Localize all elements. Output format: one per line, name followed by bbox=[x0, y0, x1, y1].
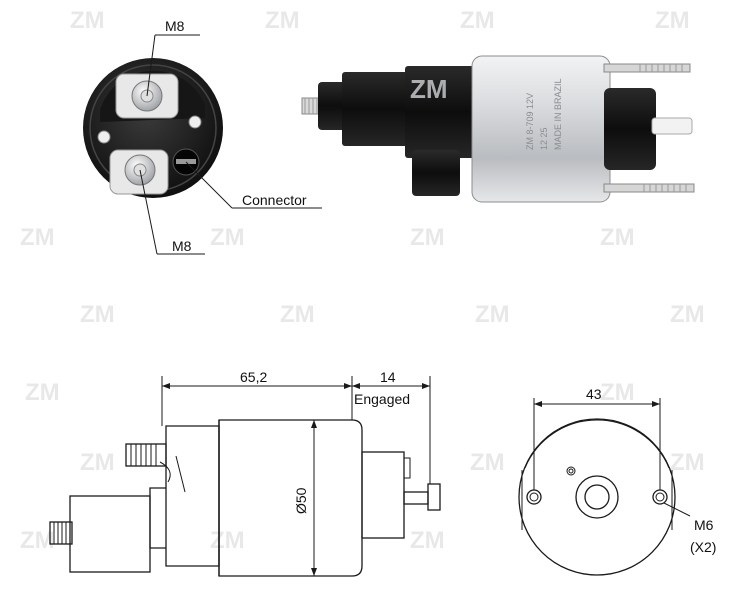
side-rod-top bbox=[603, 63, 691, 73]
leader-m8-bottom bbox=[139, 169, 158, 255]
drawing-cap-detail bbox=[159, 455, 186, 493]
side-nose bbox=[318, 82, 348, 130]
stamp-line-3: MADE IN BRAZIL bbox=[553, 78, 563, 150]
dim-length-text: 65,2 bbox=[240, 369, 267, 385]
drawing-end-hole-right bbox=[652, 489, 668, 505]
stamp-line-2: 12 25 bbox=[539, 127, 549, 150]
drawing-terminal-lower-thread bbox=[53, 522, 67, 544]
drawing-cap bbox=[165, 425, 220, 567]
drawing-plunger-tip bbox=[427, 483, 441, 511]
photo-end-view: M8 Connector M8 bbox=[83, 18, 322, 255]
drawing-end-boss bbox=[575, 475, 619, 519]
drawing-end-view: 43 M6 (X2) bbox=[518, 386, 716, 576]
watermark: ZM bbox=[280, 301, 315, 328]
mount-pin-left bbox=[97, 130, 111, 144]
side-connector bbox=[412, 150, 460, 196]
drawing-end-hole-left bbox=[526, 489, 542, 505]
leader-connector bbox=[185, 161, 233, 209]
photo-side-view: ZM 8-709 12V 12 25 MADE IN BRAZIL ZM bbox=[301, 55, 695, 203]
leader-m8-top bbox=[146, 34, 156, 97]
photo-brand-text: ZM bbox=[410, 74, 448, 104]
watermark: ZM bbox=[410, 224, 445, 251]
watermark: ZM bbox=[25, 379, 60, 406]
label-m8-top: M8 bbox=[165, 18, 185, 34]
drawing-end-pin bbox=[566, 466, 576, 476]
drawing-end-flat-top bbox=[524, 419, 670, 469]
watermark: ZM bbox=[80, 301, 115, 328]
drawing-terminal-upper-thread bbox=[130, 444, 157, 466]
watermark: ZM bbox=[475, 301, 510, 328]
drawing-cap-step bbox=[149, 487, 166, 549]
drawing-rear-boss bbox=[361, 451, 405, 539]
side-collar bbox=[405, 66, 477, 158]
dim-diameter-text: Ø50 bbox=[293, 487, 309, 514]
dim-stroke-text: 14 bbox=[380, 369, 396, 385]
drawing-housing bbox=[218, 419, 363, 577]
side-stud-thread bbox=[304, 98, 322, 114]
watermark: ZM bbox=[20, 527, 55, 554]
drawing-end-hole-right-inner bbox=[655, 492, 665, 502]
dim-width-text: 43 bbox=[586, 386, 602, 402]
mount-pin-right bbox=[188, 115, 202, 129]
drawing-side-view: 65,2 14 Engaged Ø50 bbox=[49, 369, 441, 577]
label-m6: M6 bbox=[694, 517, 714, 533]
dim-arrows-stroke bbox=[352, 383, 430, 389]
label-engaged: Engaged bbox=[354, 391, 410, 407]
side-rod-bottom-thread bbox=[643, 184, 687, 192]
watermark: ZM bbox=[600, 379, 635, 406]
drawing-plunger bbox=[403, 491, 429, 505]
stamp-line-1: ZM 8-709 12V bbox=[525, 93, 535, 150]
watermark: ZM bbox=[70, 7, 105, 34]
label-m8-bottom: M8 bbox=[172, 238, 192, 254]
side-plunger bbox=[651, 117, 693, 135]
drawing-terminal-body bbox=[69, 495, 151, 573]
side-rear-cap bbox=[604, 88, 656, 170]
label-connector: Connector bbox=[242, 192, 307, 208]
connector-blade bbox=[176, 159, 196, 164]
drawing-rear-tab bbox=[403, 457, 411, 479]
watermark: ZM bbox=[210, 527, 245, 554]
drawing-end-pin-inner bbox=[568, 468, 574, 474]
watermark: ZM bbox=[265, 7, 300, 34]
leader-m6 bbox=[663, 502, 691, 517]
side-cap bbox=[342, 72, 410, 146]
drawing-terminal-lower bbox=[49, 521, 73, 545]
drawing-end-hole-left-inner bbox=[529, 492, 539, 502]
drawing-end-outline bbox=[518, 418, 676, 576]
side-rod-top-thread bbox=[639, 64, 683, 72]
drawing-end-bore bbox=[584, 484, 610, 510]
watermark: ZM bbox=[670, 301, 705, 328]
watermark: ZM bbox=[655, 7, 690, 34]
watermark: ZM bbox=[80, 449, 115, 476]
watermark: ZM bbox=[20, 224, 55, 251]
watermark: ZM bbox=[210, 224, 245, 251]
side-housing-stamp: ZM 8-709 12V 12 25 MADE IN BRAZIL bbox=[525, 78, 563, 150]
watermark: ZM bbox=[460, 7, 495, 34]
label-m6-qty: (X2) bbox=[690, 539, 716, 555]
drawing-end-flats bbox=[521, 470, 673, 530]
watermark: ZM bbox=[470, 449, 505, 476]
watermark: ZM bbox=[600, 224, 635, 251]
watermark: ZM bbox=[670, 449, 705, 476]
side-rod-bottom bbox=[603, 183, 695, 193]
watermark-layer: ZM ZM ZM ZM ZM ZM ZM ZM ZM ZM ZM ZM ZM Z… bbox=[20, 7, 705, 554]
watermark: ZM bbox=[410, 527, 445, 554]
